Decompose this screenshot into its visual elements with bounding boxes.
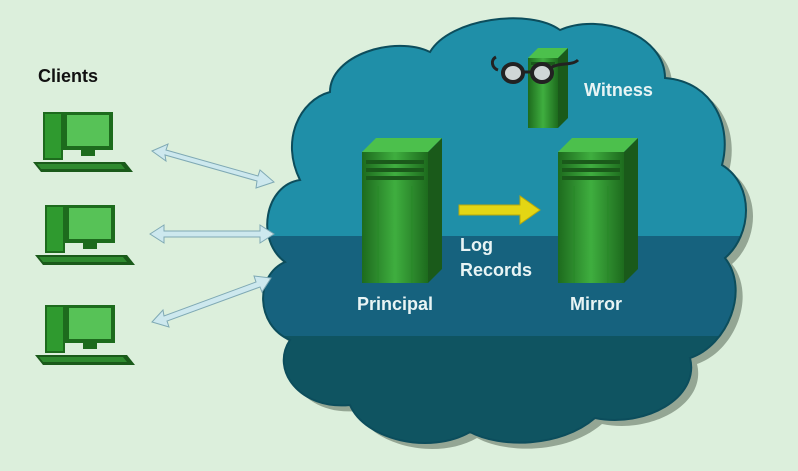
mirror-server (558, 138, 638, 283)
connector-3 (151, 275, 272, 328)
desktop-computer-icon (35, 305, 135, 365)
witness-label: Witness (584, 80, 653, 100)
server-tower-icon (362, 138, 442, 283)
client-computer-1 (33, 112, 133, 172)
log-label-line1: Log (460, 235, 493, 255)
principal-server (362, 138, 442, 283)
principal-label: Principal (357, 294, 434, 314)
witness-server (490, 48, 580, 128)
client-computer-2 (35, 205, 135, 265)
log-records-label: Log Records (460, 233, 532, 283)
client-computer-3 (35, 305, 135, 365)
clients-label: Clients (38, 66, 99, 86)
server-tower-icon (558, 138, 638, 283)
desktop-computer-icon (35, 205, 135, 265)
right-arrow-icon (458, 195, 541, 225)
double-arrow-icon (150, 143, 275, 189)
double-arrow-icon (149, 224, 275, 244)
mirror-label: Mirror (570, 294, 623, 314)
connector-2 (149, 224, 275, 244)
eyeglasses-icon (490, 55, 580, 84)
log-records-arrow (458, 195, 541, 225)
cloud (262, 17, 753, 450)
log-label-line2: Records (460, 260, 533, 280)
connector-1 (150, 143, 275, 189)
server-tower-icon (528, 48, 568, 128)
desktop-computer-icon (33, 112, 133, 172)
double-arrow-icon (151, 275, 272, 328)
